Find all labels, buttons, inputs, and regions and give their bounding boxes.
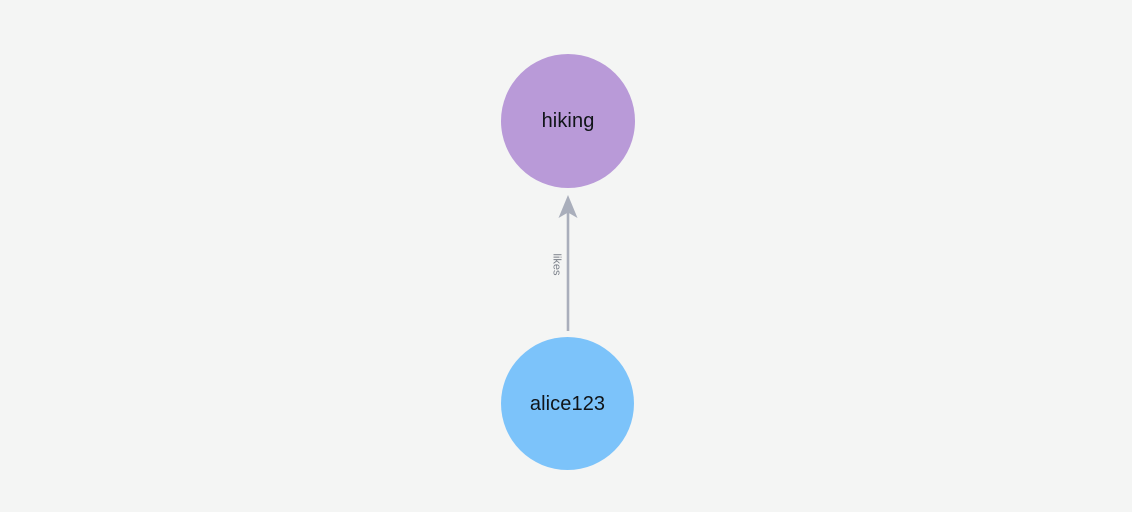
edge-arrowhead-icon xyxy=(558,195,578,218)
node-label-hiking: hiking xyxy=(541,110,595,132)
edge-alice123-likes-hiking[interactable] xyxy=(558,195,578,331)
node-label-alice123: alice123 xyxy=(529,392,606,415)
edge-label-likes: likes xyxy=(550,253,563,276)
graph-node-alice123[interactable]: alice123 xyxy=(501,337,634,470)
graph-node-hiking[interactable]: hiking xyxy=(501,54,635,188)
